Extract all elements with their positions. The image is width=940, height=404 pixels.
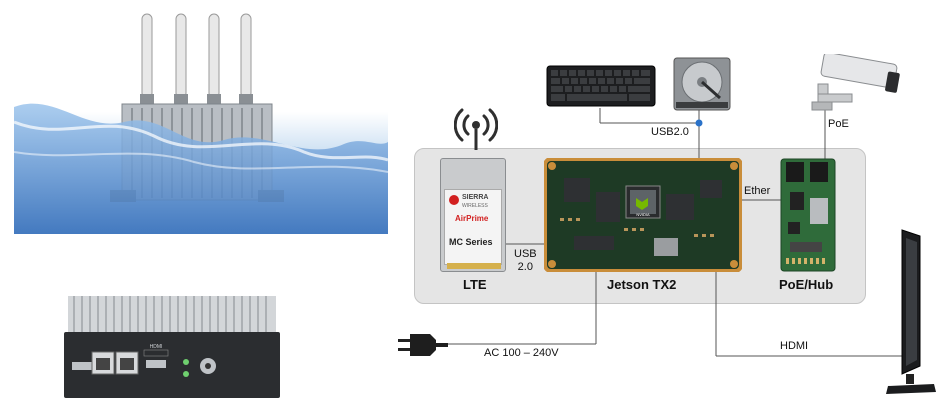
waterproof-enclosure-image <box>14 12 388 234</box>
ac-power-label: AC 100 – 240V <box>484 347 559 359</box>
sierra-logo-icon <box>449 195 459 205</box>
jetson-tx2-board: NVIDIA <box>544 158 742 272</box>
nvidia-chip-label: NVIDIA <box>636 212 650 217</box>
card-product: AirPrime <box>455 214 489 223</box>
poe-hub-board <box>780 158 836 272</box>
card-brand-sub: WIRELESS <box>462 203 488 209</box>
jetson-tx2-label: Jetson TX2 <box>607 277 677 292</box>
hard-drive-icon <box>673 57 731 111</box>
lte-module-card: SIERRA WIRELESS AirPrime MC Series <box>440 158 506 272</box>
usb-top-label: USB2.0 <box>651 126 689 138</box>
poe-label: PoE <box>828 118 849 130</box>
monitor-icon <box>886 229 936 394</box>
hdmi-port-label: HDMI <box>150 344 163 350</box>
power-plug-icon <box>398 334 448 356</box>
poe-hub-label: PoE/Hub <box>779 277 834 292</box>
lte-label: LTE <box>463 277 487 292</box>
card-series: MC Series <box>449 237 493 247</box>
ip-camera-icon <box>811 54 900 111</box>
keyboard-icon <box>546 65 656 107</box>
usb-hub-dot <box>695 119 703 127</box>
hdmi-label: HDMI <box>780 340 809 352</box>
card-brand: SIERRA <box>462 194 489 201</box>
ether-label: Ether <box>744 185 771 197</box>
usb-lte-label: USB 2.0 <box>514 248 537 273</box>
fanless-box-image: HDMI <box>64 296 280 398</box>
antenna-signal-icon <box>454 108 498 150</box>
